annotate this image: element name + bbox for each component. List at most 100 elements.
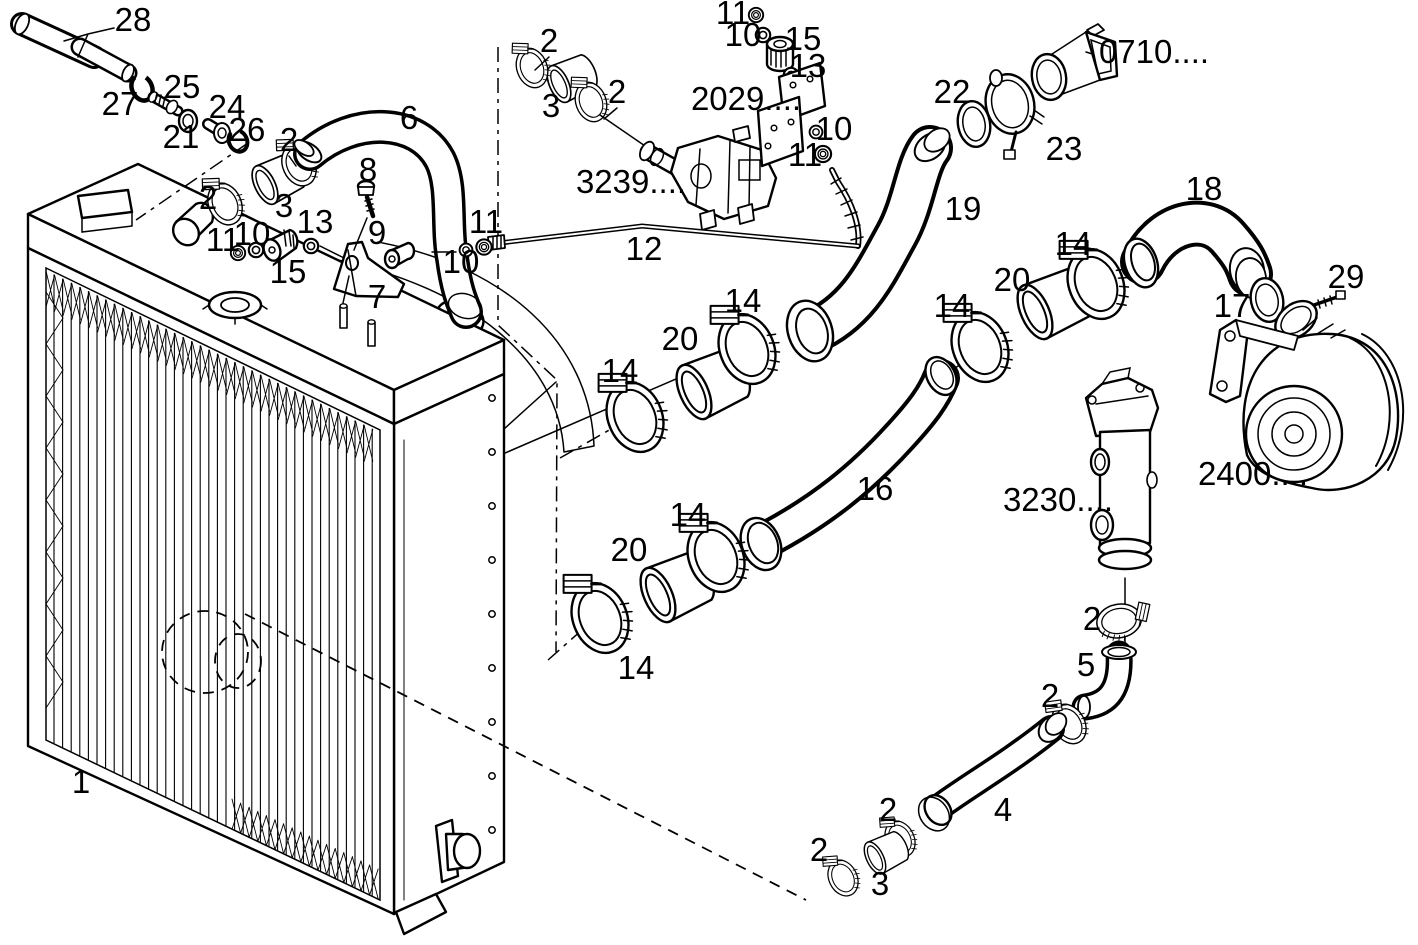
radiator-fin-lattice-top [45,270,374,462]
part-callout-9: 9 [368,214,386,251]
part-callout-14: 14 [670,496,707,533]
part-callout-5: 5 [1077,646,1095,683]
part-callout-11: 11 [716,0,750,31]
radiator-fin-lattice-bottom [231,798,379,900]
hose-6 [293,110,483,329]
part-callout-2: 2 [1083,600,1101,637]
label-leaders-2 [288,56,618,167]
part-callout-23: 23 [1046,130,1083,167]
part-callout-11: 11 [206,221,240,258]
mount-stack-top [747,6,800,84]
part-callout-2: 2 [280,121,298,158]
part-callout-15: 15 [785,20,822,57]
radiator-fins [53,274,373,896]
hidden-hole-outline [161,610,249,694]
part-callout-14: 14 [1055,225,1092,262]
radiator-outlet-stub [434,818,482,884]
part-callout-3230: 3230.... [1003,481,1113,518]
part-callout-15: 15 [270,253,307,290]
gasket-22 [956,99,992,149]
nut-21 [177,108,199,134]
radiator-mount-studs [339,303,376,347]
radiator-filler-cap [202,290,268,325]
bracket-7 [332,240,406,299]
part-callout-2: 2 [810,831,828,868]
part-callout-11: 11 [788,136,822,173]
water-pipe-3230 [1084,367,1160,646]
circlip-27 [129,73,155,103]
part-callout-20: 20 [662,320,699,357]
turbocharger-2400 [1208,317,1405,492]
radiator-top-bracket [76,188,134,220]
part-callout-28: 28 [115,1,152,38]
part-callout-0710: 0710.... [1099,33,1209,70]
part-callout-6: 6 [400,99,418,136]
part-callout-22: 22 [934,73,971,110]
radiator-assembly [26,162,767,936]
part-callout-2: 2 [199,179,217,216]
part-callout-14: 14 [602,352,639,389]
part-callout-21: 21 [163,118,200,155]
compressor-3239 [639,125,778,231]
plug-15-left [262,228,299,263]
part-callout-20: 20 [611,531,648,568]
part-callout-3239: 3239.... [576,163,686,200]
part-callout-2: 2 [608,73,626,110]
part-callout-10: 10 [234,215,271,252]
leader-13 [319,245,345,259]
part-callout-2: 2 [1041,677,1059,714]
air-intake-0710 [1030,23,1119,102]
hidden-hole-outline-small [214,633,262,689]
clamp-2-bot-a [1093,597,1157,646]
leader-to-compressor [599,114,649,149]
part-callout-20: 20 [994,261,1031,298]
v-clamp-23 [984,69,1045,160]
radiator-foot [394,892,448,936]
spacer-9 [383,241,416,270]
part-callout-26: 26 [229,111,266,148]
mounting-bracket-2029 [756,61,827,168]
circlip-26 [226,128,250,154]
part-callout-14: 14 [934,287,971,324]
part-callout-2: 2 [879,791,897,828]
part-callout-1: 1 [72,763,90,800]
part-callout-13: 13 [297,203,334,240]
gasket-17 [1249,277,1285,323]
radiator-fin-lattice-left [45,291,64,709]
bolt-8 [356,179,376,219]
hose-4 [917,712,1068,832]
part-callout-17: 17 [1214,287,1251,324]
washer-13-left [302,237,320,255]
part-callout-8: 8 [359,151,377,188]
part-callout-13: 13 [790,47,827,84]
part-callout-7: 7 [368,278,386,315]
rubber-mount-15 [765,35,795,73]
v-clamp-29 [1274,290,1346,341]
part-callout-11: 11 [469,203,503,240]
radiator-side-bolts [403,394,496,901]
part-callout-24: 24 [209,88,246,125]
part-callout-2: 2 [540,22,558,59]
part-callout-10: 10 [816,110,853,147]
leader-bolt8-bracket7 [342,217,368,304]
part-callout-14: 14 [725,282,762,319]
part-callout-10: 10 [443,243,480,280]
part-callout-2029: 2029.... [691,80,801,117]
part-callout-29: 29 [1328,258,1365,295]
part-callout-14: 14 [618,649,655,686]
part-callout-3: 3 [871,865,889,902]
part-callout-4: 4 [994,791,1012,828]
nipple-25 [147,91,184,117]
clamp-14-low-a [553,554,645,663]
part-callout-12: 12 [626,230,663,267]
part-callout-18: 18 [1186,170,1223,207]
elbow-5 [1071,640,1137,721]
fitting-24 [202,118,232,144]
part-callout-19: 19 [945,190,982,227]
part-callout-16: 16 [857,470,894,507]
hose-19 [785,125,953,363]
part-callout-25: 25 [164,68,201,105]
part-callout-2400: 2400.... [1198,455,1308,492]
